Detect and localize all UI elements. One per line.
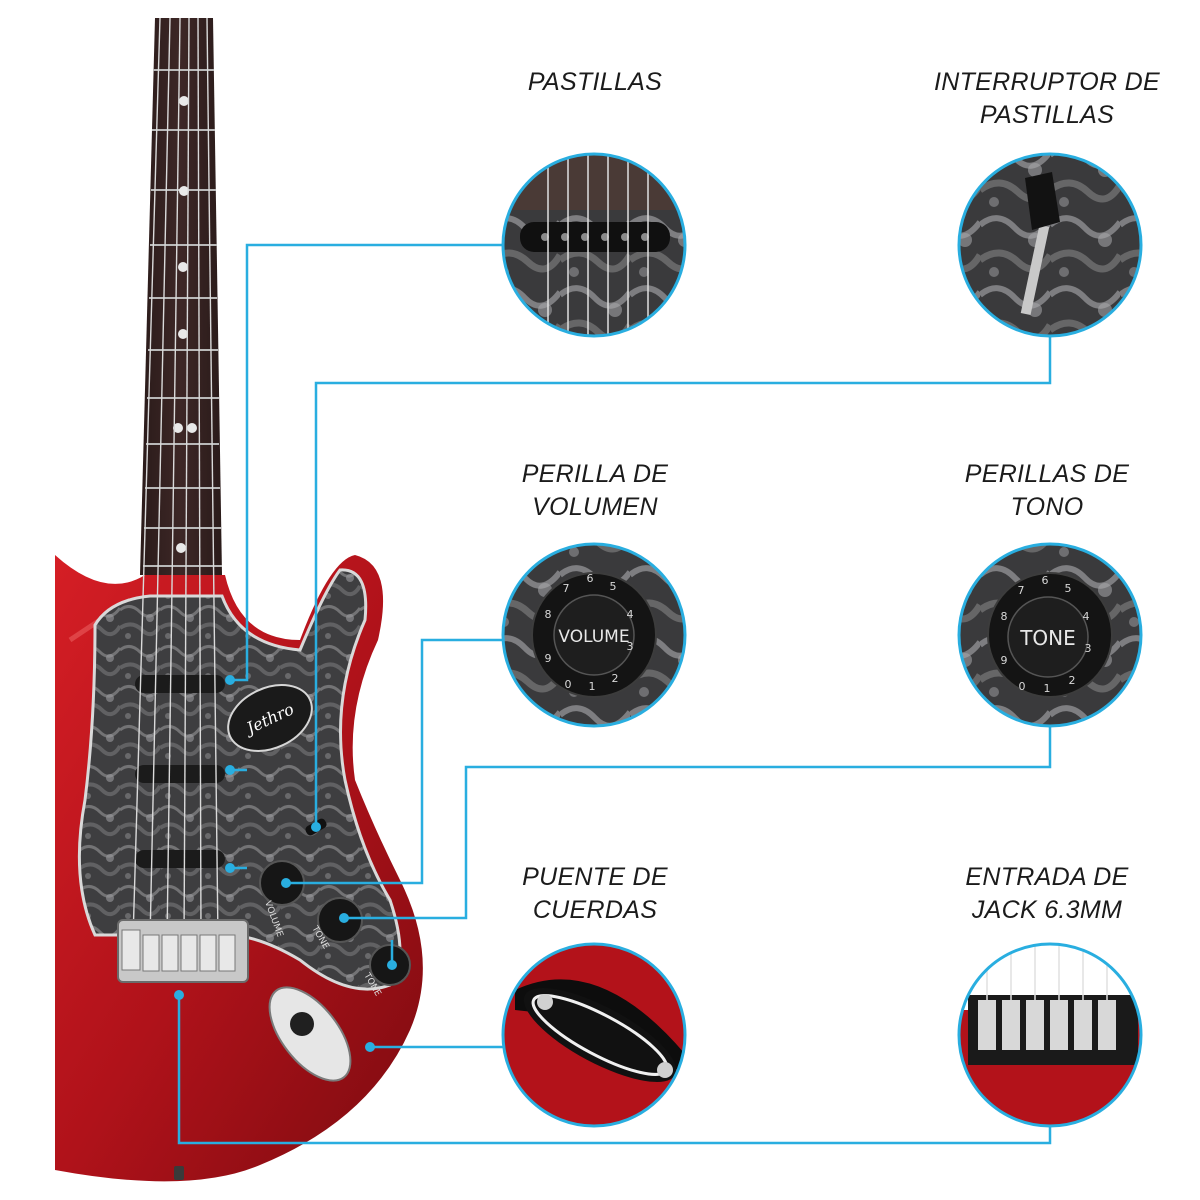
tone-number-7: 7 [1018, 584, 1025, 597]
label-jack-input: ENTRADA DE JACK 6.3MM [917, 861, 1177, 927]
label-tone-knobs-line1: PERILLAS DE [964, 460, 1130, 488]
label-volume-knob: PERILLA DE VOLUMEN [465, 458, 725, 524]
pickguard [77, 568, 402, 991]
volume-knob-detail-photo: VOLUME 0 1 2 3 4 5 6 7 8 9 [501, 542, 687, 728]
label-pickup-switch-line2: PASTILLAS [979, 101, 1115, 129]
jack-detail-photo [501, 942, 687, 1128]
label-pickups: PASTILLAS [465, 66, 725, 99]
label-jack-input-line2: JACK 6.3MM [971, 896, 1123, 924]
volume-number-4: 4 [627, 608, 634, 621]
output-jack [268, 986, 352, 1082]
volume-number-5: 5 [610, 580, 617, 593]
tone-number-0: 0 [1019, 680, 1026, 693]
volume-cap-text: VOLUME [558, 627, 629, 647]
bridge-detail-photo [957, 942, 1143, 1128]
label-bridge: PUENTE DE CUERDAS [465, 861, 725, 927]
tone-number-3: 3 [1085, 642, 1092, 655]
tone-number-6: 6 [1042, 574, 1049, 587]
guitar: Jethro VOLUME TONE TONE [55, 17, 423, 1182]
label-tone-knobs-line2: TONO [1010, 493, 1084, 521]
volume-number-7: 7 [563, 582, 570, 595]
volume-number-8: 8 [545, 608, 552, 621]
label-jack-input-line1: ENTRADA DE [965, 863, 1129, 891]
volume-number-0: 0 [565, 678, 572, 691]
frets [143, 69, 222, 567]
callout-dots [174, 675, 397, 1052]
volume-number-1: 1 [589, 680, 596, 693]
pickups-detail-photo [501, 152, 687, 338]
logo-badge: Jethro [227, 684, 313, 752]
volume-number-3: 3 [627, 640, 634, 653]
tone-knob-detail-photo: TONE 0 1 2 3 4 5 6 7 8 9 [957, 542, 1143, 728]
tone-number-5: 5 [1065, 582, 1072, 595]
tone-number-9: 9 [1001, 654, 1008, 667]
label-bridge-line2: CUERDAS [532, 896, 658, 924]
strings [132, 17, 219, 941]
label-bridge-line1: PUENTE DE [522, 863, 668, 891]
callout-lines [177, 243, 1052, 1145]
label-pickup-switch: INTERRUPTOR DE PASTILLAS [917, 66, 1177, 132]
label-volume-knob-line1: PERILLA DE [521, 460, 669, 488]
volume-number-2: 2 [612, 672, 619, 685]
fret-markers [173, 96, 197, 553]
volume-number-9: 9 [545, 652, 552, 665]
pickups [135, 675, 225, 868]
tone-number-1: 1 [1044, 682, 1051, 695]
label-volume-knob-line2: VOLUMEN [532, 493, 658, 521]
label-pickup-switch-line1: INTERRUPTOR DE [934, 68, 1160, 96]
bridge [117, 919, 249, 983]
label-pickups-line1: PASTILLAS [527, 68, 663, 96]
volume-number-6: 6 [587, 572, 594, 585]
tone-number-4: 4 [1083, 610, 1090, 623]
tone-number-2: 2 [1069, 674, 1076, 687]
tone-cap-text: TONE [1019, 626, 1076, 650]
pickup-switch-detail-photo [957, 152, 1143, 338]
label-tone-knobs: PERILLAS DE TONO [917, 458, 1177, 524]
tone-number-8: 8 [1001, 610, 1008, 623]
